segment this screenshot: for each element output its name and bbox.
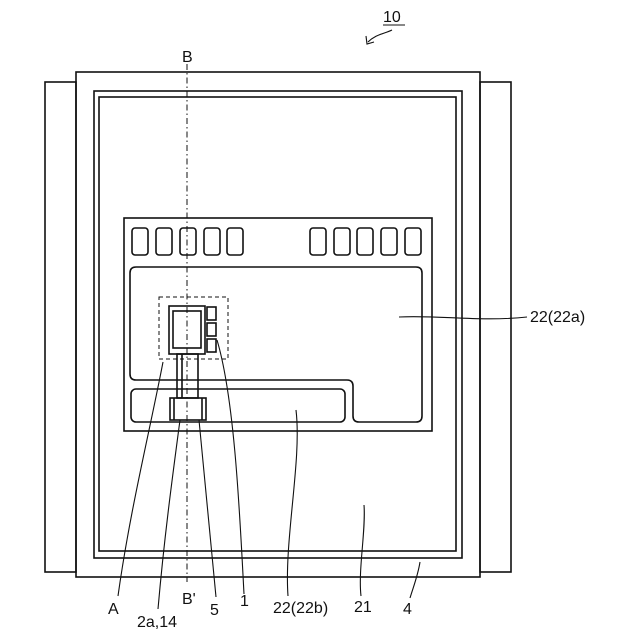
label-4: 4 [403, 601, 412, 618]
section-label-top: B [182, 49, 193, 66]
terminal-pad [180, 228, 196, 255]
label-1: 1 [240, 593, 249, 610]
label-22b: 22(22b) [273, 600, 328, 617]
leader-5 [199, 420, 216, 597]
substrate-21 [99, 97, 456, 551]
leader-22b [287, 410, 297, 596]
left-frame-tab [45, 82, 76, 572]
label-5: 5 [210, 602, 219, 619]
label-21: 21 [354, 599, 372, 616]
reference-number-label: 10 [383, 9, 401, 26]
leader-4 [410, 562, 420, 598]
right-frame-tab [480, 82, 511, 572]
leader-2a-14 [158, 420, 180, 609]
outer-frame-4 [76, 72, 480, 577]
terminal-pad [132, 228, 148, 255]
terminal-pad [334, 228, 350, 255]
label-a: A [108, 601, 119, 618]
leader-1 [217, 340, 244, 594]
terminal-pad [204, 228, 220, 255]
terminal-pad [310, 228, 326, 255]
inner-frame [94, 91, 462, 558]
terminal-pad [381, 228, 397, 255]
electrode-22b [131, 389, 345, 422]
leader-22a [399, 317, 527, 319]
terminal-pad [227, 228, 243, 255]
label-22a: 22(22a) [530, 309, 585, 326]
element-1-contact [207, 323, 216, 336]
element-1-contact [207, 307, 216, 320]
element-1-contact [207, 339, 216, 352]
bonding-part-5 [170, 398, 206, 420]
reference-arrow [368, 30, 392, 42]
section-label-bottom: B' [182, 591, 196, 608]
terminal-pad [405, 228, 421, 255]
terminal-pad [357, 228, 373, 255]
label-2a-14: 2a,14 [137, 614, 177, 631]
terminal-pad [156, 228, 172, 255]
